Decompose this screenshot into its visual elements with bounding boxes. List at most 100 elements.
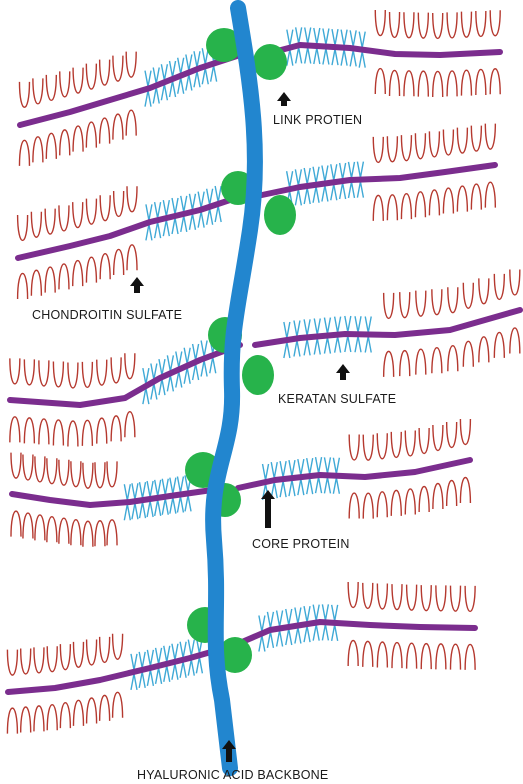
keratan-sulfate-chain [207, 209, 213, 225]
keratan-sulfate-chain [332, 29, 338, 45]
keratan-sulfate-chain [164, 666, 170, 682]
keratan-sulfate-chain [215, 206, 221, 222]
chondroitin-sulfate-chain [11, 511, 21, 537]
chondroitin-sulfate-chain [86, 199, 96, 225]
keratan-sulfate-chain [305, 47, 311, 63]
chondroitin-sulfate-chain [113, 692, 123, 718]
keratan-sulfate-chain [207, 189, 213, 205]
chondroitin-sulfate-chain [47, 458, 57, 484]
keratan-sulfate-chain [286, 629, 292, 645]
chondroitin-sulfate-chain [59, 460, 69, 486]
keratan-sulfate-chain [305, 27, 311, 43]
keratan-sulfate-chain [155, 500, 161, 516]
chondroitin-sulfate-chain [113, 634, 123, 660]
chondroitin-sulfate-chain [18, 273, 28, 299]
chondroitin-sulfate-chain [448, 287, 458, 313]
chondroitin-sulfate-chain [7, 708, 17, 734]
keratan-sulfate-chain [313, 605, 319, 621]
chondroitin-sulfate-chain [45, 209, 55, 235]
keratan-sulfate-chain [215, 186, 221, 202]
keratan-sulfate-chain [180, 662, 186, 678]
keratan-sulfate-chain [198, 192, 204, 208]
keratan-sulfate-chain [178, 58, 184, 74]
keratan-sulfate-chain [348, 162, 354, 178]
chondroitin-sulfate-chain [11, 453, 21, 479]
keratan-sulfate-chain [298, 479, 304, 495]
keratan-sulfate-chain [357, 182, 363, 198]
chondroitin-sulfate-chain [405, 430, 415, 456]
chondroitin-sulfate-chain [485, 124, 495, 150]
chondroitin-sulfate-chain [39, 419, 49, 445]
keratan-sulfate-chain [355, 316, 361, 332]
keratan-sulfate-chain [345, 316, 351, 332]
chondroitin-sulfate-chain [59, 264, 69, 290]
keratan-sulfate-chain [357, 162, 363, 178]
keratan-sulfate-chain [189, 194, 195, 210]
keratan-sulfate-chain [322, 604, 328, 620]
keratan-sulfate-chain [177, 497, 183, 513]
chondroitin-sulfate-chain [87, 639, 97, 665]
keratan-sulfate-chain [140, 482, 146, 498]
keratan-sulfate-chain [280, 461, 286, 477]
keratan-sulfate-chain [289, 460, 295, 476]
keratan-sulfate-chain [332, 605, 338, 621]
keratan-sulfate-chain [132, 503, 138, 519]
keratan-sulfate-chain [147, 670, 153, 686]
chondroitin-sulfate-chain [429, 131, 439, 157]
chondroitin-sulfate-chain [73, 261, 83, 287]
chondroitin-sulfate-chain [86, 257, 96, 283]
chondroitin-sulfate-arrow [130, 277, 144, 293]
keratan-sulfate-chain [304, 319, 310, 335]
keratan-sulfate-chain [280, 481, 286, 497]
chondroitin-sulfate-chain [461, 70, 471, 96]
keratan-sulfate-chain [210, 357, 216, 373]
chondroitin-sulfate-chain [476, 11, 486, 37]
keratan-sulfate-chain [263, 464, 269, 480]
keratan-sulfate-chain [314, 28, 320, 44]
keratan-sulfate-chain [202, 68, 208, 84]
chondroitin-sulfate-chain [373, 137, 383, 163]
chondroitin-sulfate-chain [404, 71, 414, 97]
chondroitin-sulfate-chain [73, 126, 83, 152]
keratan-sulfate-chain [147, 650, 153, 666]
chondroitin-sulfate-chain [68, 362, 78, 388]
chondroitin-sulfate-chain [384, 293, 394, 319]
keratan-sulfate-chain [331, 184, 337, 200]
keratan-sulfate-chain [194, 71, 200, 87]
chondroitin-sulfate-chain [125, 353, 135, 379]
chondroitin-sulfate-chain [418, 71, 428, 97]
label-link-protein: LINK PROTIEN [273, 113, 362, 127]
chondroitin-sulfate-chain [418, 13, 428, 39]
chondroitin-sulfate-chain [479, 337, 489, 363]
keratan-sulfate-chain [188, 640, 194, 656]
chondroitin-sulfate-chain [33, 137, 43, 163]
keratan-sulfate-chain [189, 214, 195, 230]
chondroitin-sulfate-chain [59, 205, 69, 231]
keratan-sulfate-chain [284, 322, 290, 338]
keratan-sulfate-chain [178, 78, 184, 94]
keratan-sulfate-chain [294, 340, 300, 356]
chondroitin-sulfate-chain [21, 707, 31, 733]
chondroitin-sulfate-chain [348, 582, 358, 608]
chondroitin-sulfate-chain [71, 520, 81, 546]
keratan-sulfate-chain [156, 668, 162, 684]
chondroitin-sulfate-chain [100, 195, 110, 221]
keratan-sulfate-chain [314, 318, 320, 334]
label-chondroitin-sulfate: CHONDROITIN SULFATE [32, 308, 182, 322]
chondroitin-sulfate-chain [510, 328, 520, 354]
chondroitin-sulfate-chain [450, 586, 460, 612]
chondroitin-sulfate-chain [33, 78, 43, 104]
chondroitin-sulfate-chain [114, 249, 124, 275]
keratan-sulfate-chain [140, 502, 146, 518]
keratan-sulfate-chain [307, 458, 313, 474]
keratan-sulfate-chain [304, 168, 310, 184]
keratan-sulfate-chain [322, 624, 328, 640]
keratan-sulfate-chain [172, 198, 178, 214]
chondroitin-sulfate-chain [494, 332, 504, 358]
chondroitin-sulfate-chain [97, 418, 107, 444]
chondroitin-sulfate-chain [73, 642, 83, 668]
chondroitin-sulfate-chain [31, 212, 41, 238]
chondroitin-sulfate-chain [100, 254, 110, 280]
keratan-sulfate-chain [365, 336, 371, 352]
chondroitin-sulfate-chain [363, 435, 373, 461]
